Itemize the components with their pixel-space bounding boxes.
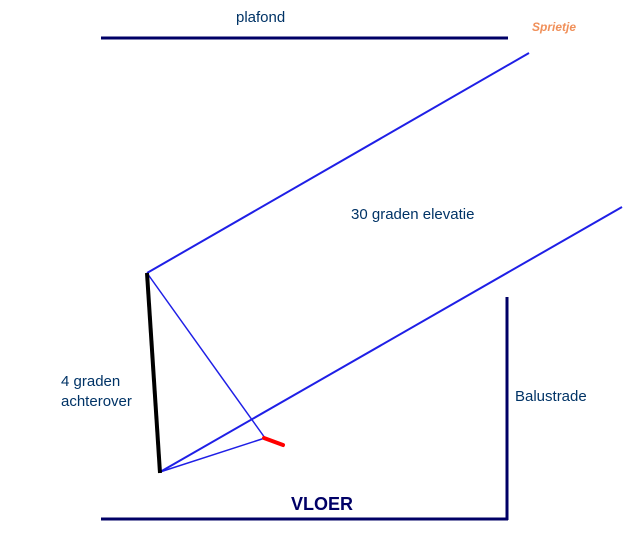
ceiling-label: plafond <box>236 9 286 26</box>
elevation-label: 30 graden elevatie <box>351 206 475 223</box>
tilt-label-line2: achterover <box>61 393 132 410</box>
panel-bottom-to-listener-line <box>159 437 266 473</box>
listener-marker <box>262 436 285 447</box>
tilt-label: 4 graden achterover <box>61 372 132 412</box>
tilt-label-line1: 4 graden <box>61 373 121 390</box>
floor-label: VLOER <box>291 494 354 514</box>
upper-elevation-ray <box>146 52 530 274</box>
lower-elevation-ray <box>159 206 623 473</box>
balustrade-label: Balustrade <box>515 388 587 405</box>
panel-top-to-listener-line <box>146 272 266 439</box>
speaker-panel <box>145 272 162 474</box>
credit-label: Sprietje <box>532 20 577 34</box>
